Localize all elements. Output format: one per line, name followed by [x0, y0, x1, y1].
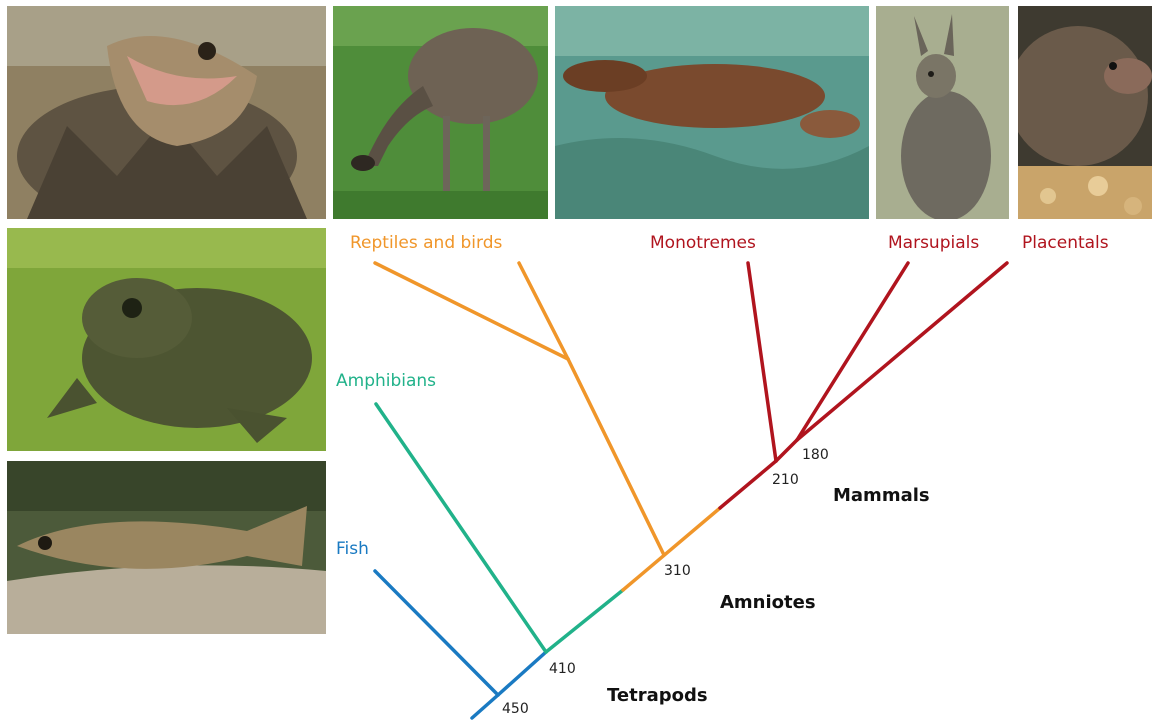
branch-trunk-mammals: [720, 461, 776, 508]
branch-monotremes: [748, 263, 776, 461]
branch-amphibians: [376, 404, 546, 652]
branch-trunk-base: [472, 695, 498, 718]
branch-reptiles-stem: [568, 359, 664, 555]
branch-fish: [375, 571, 498, 695]
branch-trunk-tetrapods: [546, 590, 623, 652]
branch-reptiles-a: [375, 263, 568, 359]
clade-label-tetrapods: Tetrapods: [607, 685, 708, 706]
branch-marsupials: [797, 263, 908, 440]
tip-label-reptiles-and-birds: Reptiles and birds: [350, 233, 503, 253]
branch-therians: [776, 440, 797, 461]
tip-label-fish: Fish: [336, 539, 369, 559]
branch-trunk-fish-to-tetrapods: [498, 652, 546, 695]
node-age-210: 210: [772, 472, 799, 488]
branch-reptiles-b: [519, 263, 568, 359]
node-age-410: 410: [549, 661, 576, 677]
tip-label-monotremes: Monotremes: [650, 233, 756, 253]
node-age-310: 310: [664, 563, 691, 579]
node-age-180: 180: [802, 447, 829, 463]
branch-placentals: [797, 263, 1007, 440]
tip-label-placentals: Placentals: [1022, 233, 1109, 253]
tip-label-marsupials: Marsupials: [888, 233, 979, 253]
clade-label-amniotes: Amniotes: [720, 592, 816, 613]
clade-label-mammals: Mammals: [833, 485, 930, 506]
tip-label-amphibians: Amphibians: [336, 371, 436, 391]
node-age-450: 450: [502, 701, 529, 717]
